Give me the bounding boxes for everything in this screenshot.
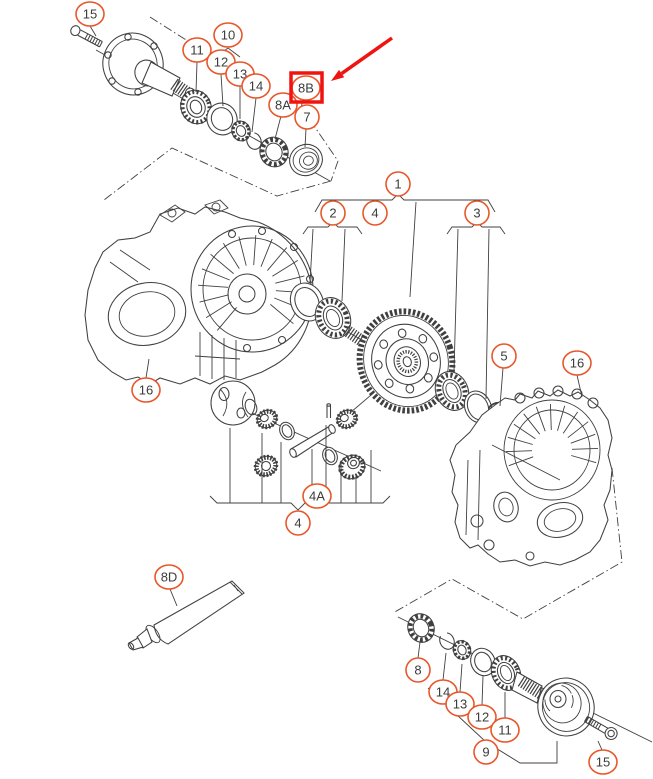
part-nut-bottom [452,639,472,661]
callout-4[interactable]: 4 [362,200,388,226]
bracket-4-leaders [229,425,372,503]
part-bolt-bottom [584,715,618,741]
callout-label-7: 7 [303,110,310,125]
bottom-flange-shaft-assembly [407,613,618,741]
callout-label-16-right: 16 [570,356,584,371]
part-bearing-bottom [490,655,522,691]
part-gearbox-housing-right [449,385,613,567]
callout-13-bottom[interactable]: 13 [445,691,475,717]
callout-1[interactable]: 1 [385,171,411,197]
callout-label-13-top: 13 [233,67,247,82]
bracket-4 [209,495,391,511]
highlight-arrow-head [331,69,345,81]
part-nut-top [231,120,251,142]
callout-10[interactable]: 10 [213,22,243,48]
callout-9[interactable]: 9 [473,739,499,765]
part-bevel-gear-1 [255,408,279,430]
part-pinion-shaft [289,424,336,458]
part-circlip-bottom [439,632,455,650]
callout-11-bottom[interactable]: 11 [490,717,520,743]
callout-leader-lines [89,25,603,751]
part-bevel-gear-3 [253,454,279,478]
part-sealant-tube [127,580,245,651]
callout-label-12-top: 12 [214,55,228,70]
callout-15-top[interactable]: 15 [75,1,105,27]
part-diff-spider-body [210,380,258,426]
callout-label-11-bottom: 11 [498,723,512,738]
highlight-arrow-shaft [340,36,394,75]
part-side-gear [338,454,366,480]
callout-label-15-top: 15 [83,7,97,22]
part-ring-gear [356,308,456,414]
callout-8B[interactable]: 8B [291,75,321,101]
callout-label-8: 8 [414,663,421,678]
highlight-box [289,71,324,104]
bracket-3-leaders [453,228,490,400]
callout-14-top[interactable]: 14 [241,73,271,99]
part-taper-bearing-right [434,371,470,411]
part-circlip-top [246,132,262,150]
callout-label-3: 3 [473,206,480,221]
bracket-9 [427,687,558,764]
part-toothed-ring-bottom [407,613,435,643]
callout-16-left[interactable]: 16 [131,377,161,403]
callout-label-4: 4 [371,206,378,221]
callout-4A[interactable]: 4A [302,483,332,509]
part-flange-bottom [511,671,595,737]
part-ring-top [206,102,238,136]
highlight-layer [289,36,394,104]
callout-8[interactable]: 8 [405,657,431,683]
part-bearing-top [179,89,213,125]
callout-15-bottom[interactable]: 15 [588,749,618,775]
callout-label-1: 1 [394,177,401,192]
callout-label-11-top: 11 [190,43,204,58]
part-ring-bottom [470,647,496,677]
callout-2[interactable]: 2 [320,200,346,226]
callout-label-13-bottom: 13 [453,697,467,712]
part-roll-pin [326,403,332,418]
part-bolt-top [70,25,103,48]
callout-label-12-bottom: 12 [475,710,489,725]
callout-label-10: 10 [221,28,235,43]
part-thrust-washer-1 [279,421,295,441]
spider-gear-group [210,380,366,480]
callout-8D[interactable]: 8D [154,564,184,590]
callout-label-4-bottom: 4 [294,516,301,531]
callout-label-16-left: 16 [139,383,153,398]
part-spline-stub [342,325,366,346]
bracket-1-leader [409,201,417,298]
callout-label-9: 9 [482,745,489,760]
callout-label-8A: 8A [275,98,291,113]
callout-label-4A: 4A [309,489,325,504]
bracket-2-leaders [309,228,346,302]
callout-16-right[interactable]: 16 [562,350,592,376]
part-toothed-ring-top [259,136,289,168]
callout-7[interactable]: 7 [294,104,320,130]
part-bevel-gear-2 [335,408,359,430]
part-flange-top [102,32,198,103]
part-taper-bearing-left [314,297,352,339]
part-gearbox-housing-left [84,199,315,385]
callout-8A[interactable]: 8A [268,92,298,118]
callout-4-bottom[interactable]: 4 [285,510,311,536]
callout-11-top[interactable]: 11 [182,37,212,63]
callout-label-8D: 8D [161,570,178,585]
callout-label-14-bottom: 14 [436,685,450,700]
callout-12-bottom[interactable]: 12 [467,704,497,730]
callout-label-15-bottom: 15 [596,755,610,770]
part-seal-top [289,143,323,177]
callout-label-5: 5 [500,349,507,364]
callout-label-14-top: 14 [249,79,263,94]
callout-3[interactable]: 3 [464,200,490,226]
callout-5[interactable]: 5 [491,343,517,369]
part-thrust-washer-2 [322,446,338,466]
callout-label-8B: 8B [298,81,314,96]
boundary-top-right-corner [309,119,339,182]
callout-label-2: 2 [329,206,336,221]
differential-assembly [289,282,515,435]
top-flange-shaft-assembly [70,25,323,177]
